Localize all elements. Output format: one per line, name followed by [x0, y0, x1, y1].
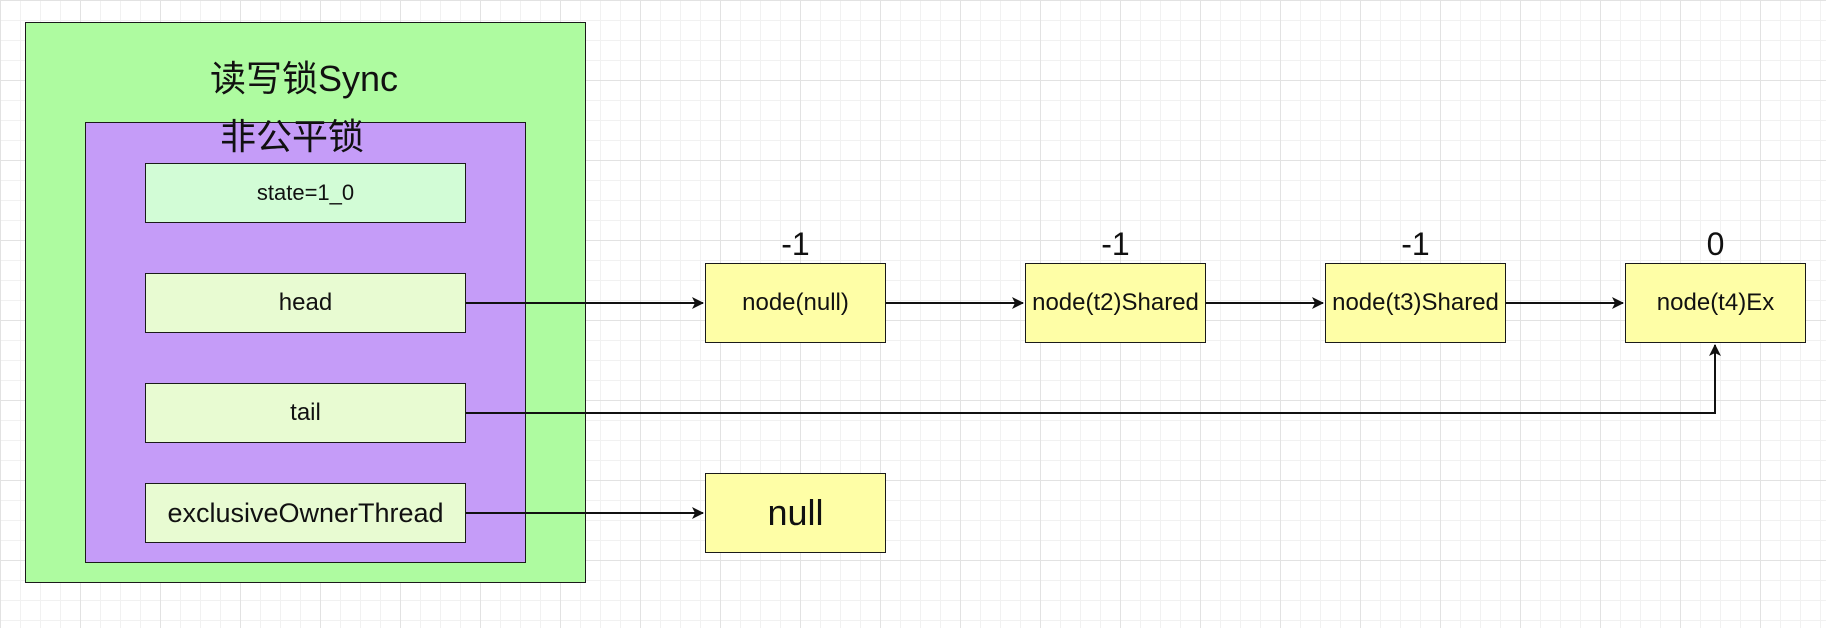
- nonfair-lock-title: 非公平锁: [220, 116, 365, 157]
- node-t3-wait-status: -1: [1401, 226, 1430, 262]
- head-field: head: [145, 273, 466, 333]
- state-field: state=1_0: [145, 163, 466, 223]
- tail-to-node-t4-arrow: [466, 344, 1721, 414]
- queue-node-null: node(null): [705, 263, 886, 343]
- queue-node-t2-shared: node(t2)Shared: [1025, 263, 1206, 343]
- owner-thread-value: null: [705, 473, 886, 553]
- queue-node-t4-ex: node(t4)Ex: [1625, 263, 1806, 343]
- node-t4-wait-status: 0: [1706, 226, 1725, 262]
- queue-node-t3-shared: node(t3)Shared: [1325, 263, 1506, 343]
- tail-field: tail: [145, 383, 466, 443]
- exclusive-owner-thread-field: exclusiveOwnerThread: [145, 483, 466, 543]
- node-t2-wait-status: -1: [1101, 226, 1130, 262]
- node-null-wait-status: -1: [781, 226, 810, 262]
- sync-title: 读写锁Sync: [210, 58, 399, 99]
